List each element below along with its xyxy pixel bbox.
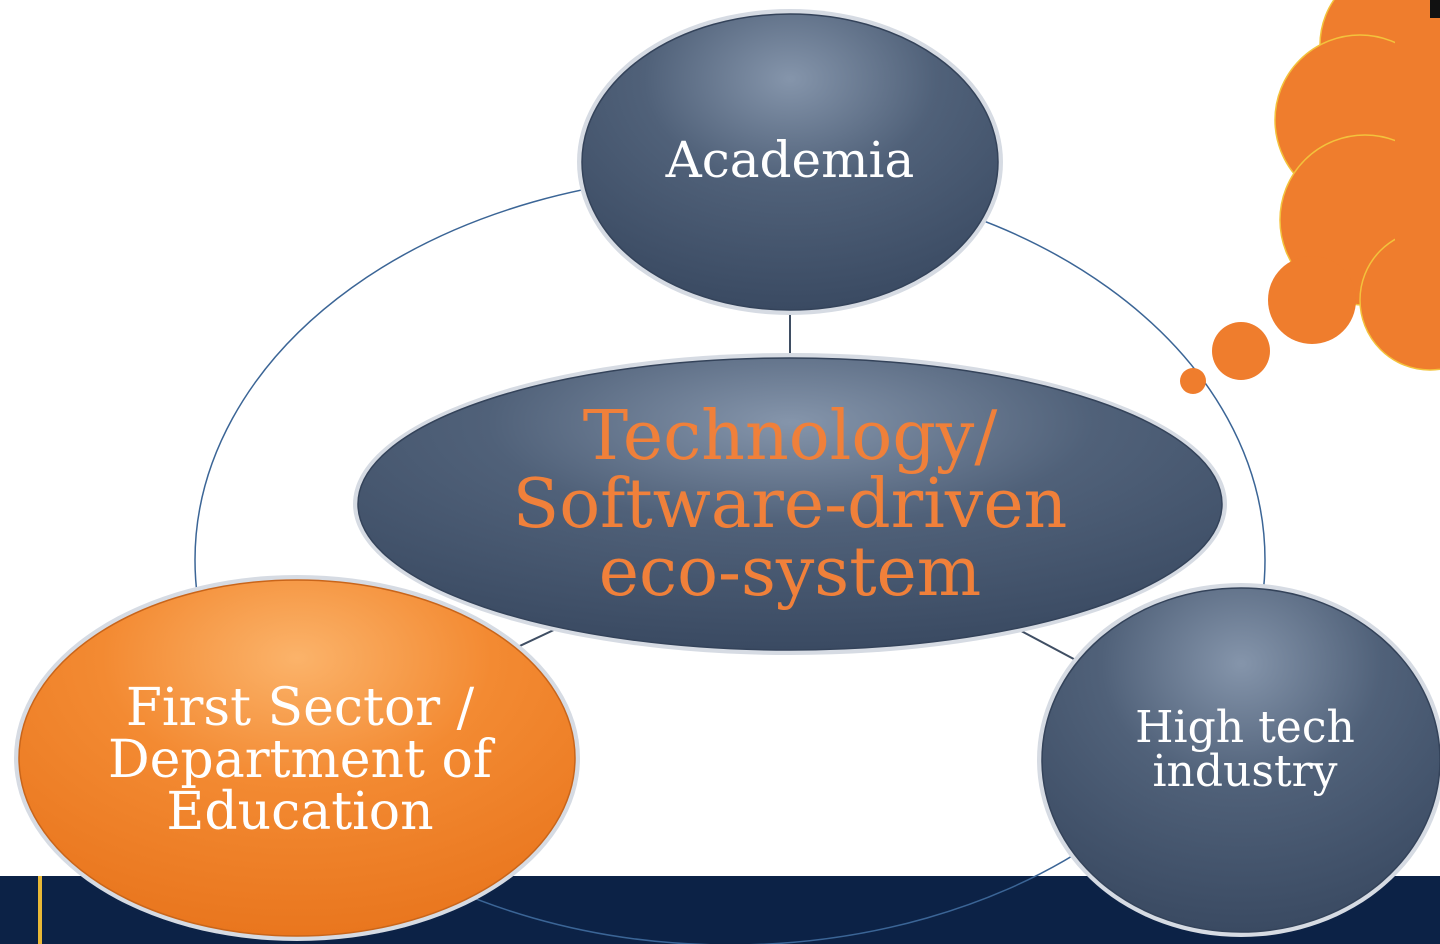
first-sector-label-line-1: First Sector /	[125, 678, 475, 738]
footer-accent-line	[38, 876, 42, 944]
node-high-tech	[1037, 583, 1440, 937]
ecosystem-label-line-2: Software-driven	[512, 465, 1068, 544]
first-sector-label: First Sector / Department of Education	[30, 660, 570, 860]
high-tech-label-line-1: High tech	[1135, 702, 1355, 753]
thought-bubble-medium	[1212, 322, 1270, 380]
node-center	[353, 353, 1227, 655]
academia-label-line-1: Academia	[665, 131, 915, 189]
high-tech-label: High tech industry	[1060, 680, 1430, 820]
high-tech-label-line-2: industry	[1152, 746, 1338, 797]
thought-bubble-large	[1268, 256, 1356, 344]
first-sector-label-line-2: Department of	[107, 730, 493, 790]
node-first-sector	[14, 575, 580, 941]
ecosystem-label-line-1: Technology/	[582, 397, 998, 476]
ecosystem-label-line-3: eco-system	[598, 533, 982, 612]
ecosystem-label: Technology/ Software-driven eco-system	[370, 370, 1210, 640]
thought-cloud	[1180, 0, 1440, 394]
node-academia	[577, 9, 1003, 315]
academia-label: Academia	[590, 115, 990, 205]
first-sector-label-line-3: Education	[166, 782, 434, 842]
thought-bubble-small	[1180, 368, 1206, 394]
